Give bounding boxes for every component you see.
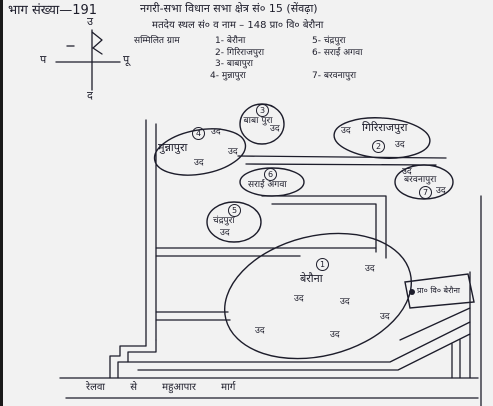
house-mark: उद (395, 140, 405, 150)
house-mark: उद (194, 158, 204, 168)
village-number-chandrapura: 5 (228, 204, 241, 217)
house-mark: उद (341, 126, 351, 136)
compass-west-label: प (40, 53, 47, 66)
legend-item: 6- सराईं अगवा (312, 48, 363, 58)
house-mark: उद (270, 124, 280, 134)
road-middle-inner-edge (271, 203, 377, 253)
scan-left-edge (0, 0, 3, 406)
road-south-bottom-edge (137, 333, 471, 371)
road-steps-right (117, 339, 157, 379)
legend-item: 2- गिरिराजपुरा (215, 48, 265, 58)
house-mark: उद (402, 167, 412, 177)
village-number-babapura: 3 (256, 104, 269, 117)
polling-station-box (404, 273, 475, 309)
house-mark: उद (228, 147, 238, 157)
polling-station-label: प्रा० वि० बेरौना (417, 286, 460, 295)
compass-north-label: उ (87, 15, 94, 28)
village-name-chandrapura: चंद्रपुरा (213, 216, 235, 226)
village-number-girirajpura: 2 (372, 140, 385, 153)
village-number-munnapura: 4 (192, 127, 205, 140)
village-name-sarai-agwa: सराईं अगवा (248, 180, 287, 190)
legend-item: 3- बाबापुरा (215, 59, 253, 69)
house-mark: उद (330, 330, 340, 340)
road-label: रेलवा से महुआपार मार्ग (86, 382, 236, 393)
bubble-girirajpura (333, 117, 431, 159)
bubble-barwanapura (394, 164, 454, 200)
constituency-title: नगरी-सभा विधान सभा क्षेत्र सं० 15 (सेंवढ… (140, 2, 318, 15)
house-mark: उद (255, 326, 265, 336)
polling-station-title: मतदेय स्थल सं० व नाम – 148 प्रा० वि० बेर… (152, 20, 324, 31)
road-school-diagonal-1 (399, 307, 471, 341)
road-middle-outer-edge (261, 195, 387, 259)
village-name-girirajpura: गिरिराजपुरा (362, 121, 408, 134)
house-mark: उद (220, 228, 230, 238)
bubble-berauna (223, 232, 413, 360)
road-north-bottom-edge (245, 163, 437, 166)
house-mark: उद (340, 297, 350, 307)
compass-south-label: द (87, 89, 93, 102)
road-south-top-edge (127, 321, 471, 363)
legend-item: 7- बरवनापुरा (312, 71, 357, 81)
compass-north-arrow-icon (91, 31, 103, 55)
road-north-top-edge (237, 155, 447, 159)
village-name-munnapura: मुन्नापुरा (158, 141, 188, 154)
house-mark: उद (294, 294, 304, 304)
village-name-berauna: बेरौना (300, 272, 323, 285)
house-mark: उद (211, 127, 221, 137)
legend-item: 5- चंद्रपुरा (312, 36, 346, 46)
village-name-babapura: बाबा पुरा (243, 116, 273, 126)
legend-item: 1- बेरौना (215, 36, 246, 46)
included-villages-label: सम्मिलित ग्राम (134, 36, 180, 46)
legend-item: 4- मुन्नापुरा (210, 71, 246, 81)
compass-east-label: पू (123, 53, 130, 66)
road-steps-left (109, 345, 147, 379)
polling-station-dot-icon (409, 289, 415, 295)
house-mark: उद (436, 186, 446, 196)
village-number-sarai-agwa: 6 (264, 168, 277, 181)
part-number: भाग संख्या—191 (8, 3, 98, 18)
bubble-chandrapura (206, 201, 262, 243)
house-mark: उद (365, 264, 375, 274)
house-mark: उद (380, 312, 390, 322)
village-number-barwanapura: 7 (419, 186, 432, 199)
village-name-barwanapura: बरवनापुरा (404, 175, 437, 185)
village-number-berauna: 1 (316, 258, 329, 271)
